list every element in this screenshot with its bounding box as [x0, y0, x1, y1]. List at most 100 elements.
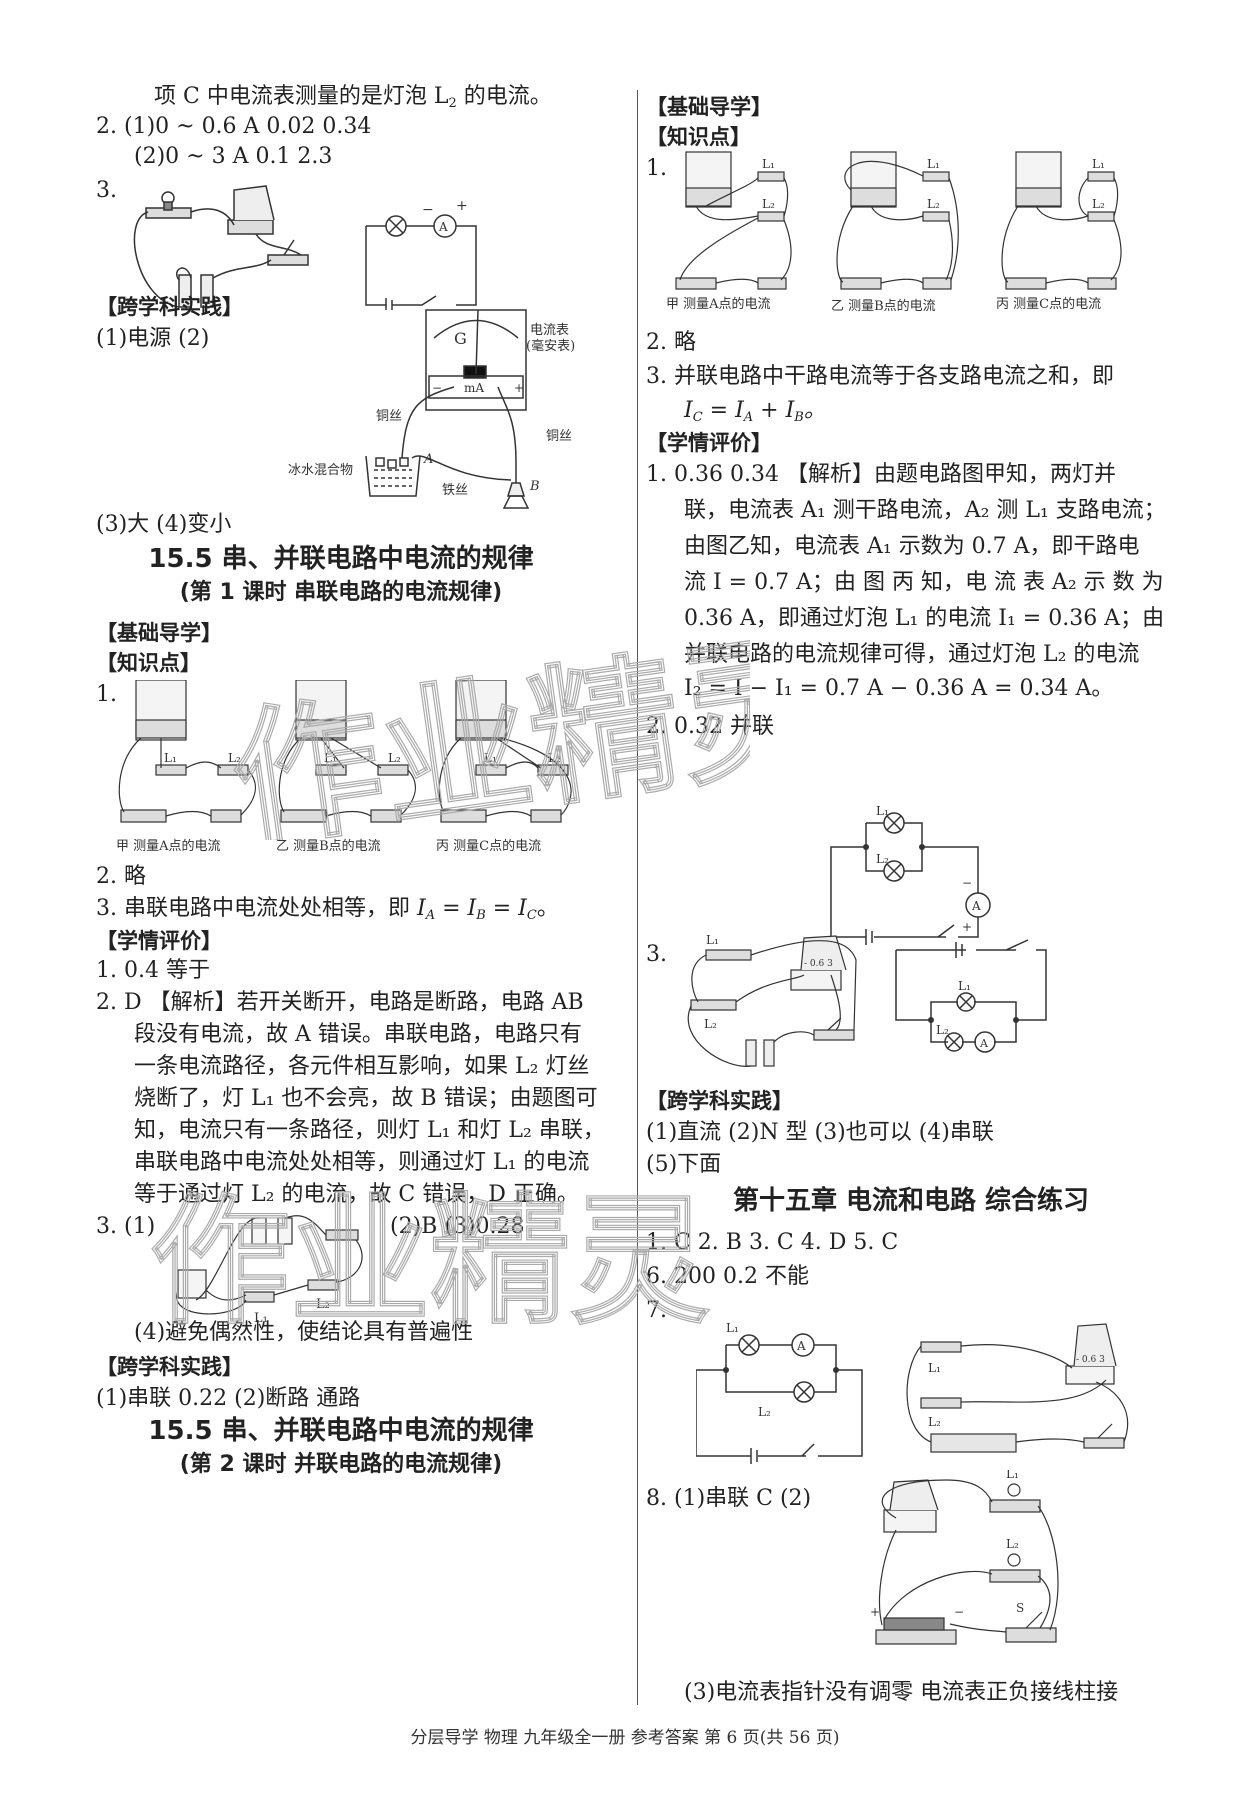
cross-answer-1-2: (1)电源 (2)	[96, 326, 210, 351]
review-answer-7-number: 7.	[646, 1298, 667, 1323]
knowledge-3-b: 3. 并联电路中干路电流等于各支路电流之和，即	[646, 364, 1114, 389]
parallel-wiring-figure: A L₁ L₂ L₁ L₂ - 0.6 3	[687, 933, 1047, 1067]
svg-text:L₁: L₁	[726, 1321, 739, 1335]
svg-text:L₁: L₁	[164, 751, 177, 765]
cross-discipline-header-2: 【跨学科实践】	[96, 1355, 243, 1379]
knowledge-header-2: 【知识点】	[646, 125, 751, 149]
parallel-schematic-1: A L₁ L₂ − +	[830, 805, 991, 945]
svg-text:L₁: L₁	[876, 805, 889, 818]
svg-text:A: A	[796, 1339, 806, 1353]
answer-2-2: (2)0 ~ 3 A 0.1 2.3	[134, 144, 333, 169]
section-title-2: 15.5 串、并联电路中电流的规律	[148, 1416, 534, 1446]
page-footer: 分层导学 物理 九年级全一册 参考答案 第 6 页(共 56 页)	[410, 1728, 840, 1748]
evaluation-header: 【学情评价】	[96, 929, 222, 953]
eval-b-1-line-2: 联，电流表 A₁ 测干路电流，A₂ 测 L₁ 支路电流；	[684, 498, 1166, 523]
svg-text:L₁: L₁	[928, 1361, 941, 1375]
eval-b-1-line-4: 流 I = 0.7 A；由 图 丙 知，电 流 表 A₂ 示 数 为	[684, 570, 1164, 595]
eval-b-1-line-5: 0.36 A，即通过灯泡 L₁ 的电流 I₁ = 0.36 A；由	[684, 606, 1165, 631]
eval-answer-2-line-1: 2. D 【解析】若开关断开，电路是断路，电路 AB	[96, 990, 584, 1015]
svg-text:L₂: L₂	[388, 751, 401, 765]
svg-text:L₂: L₂	[1092, 197, 1105, 211]
eval-b-1-line-1: 1. 0.36 0.34 【解析】由题电路图甲知，两灯并	[646, 462, 1116, 487]
caption-bing: 丙 测量C点的电流	[436, 838, 541, 854]
svg-text:L₁: L₁	[1006, 1470, 1019, 1481]
caption-yi-2: 乙 测量B点的电流	[831, 298, 936, 314]
caption-jia: 甲 测量A点的电流	[116, 838, 221, 854]
eval-answer-1: 1. 0.4 等于	[96, 958, 210, 983]
series-measurement-figures: L₁ L₂ L₁ L₂ L₁ L₂ 甲 测量A点的电流 乙 测量B点的电流 丙 …	[116, 680, 572, 854]
svg-text:L₂: L₂	[228, 751, 241, 765]
svg-text:L₁: L₁	[958, 979, 971, 993]
cross-answer-b-1: (1)直流 (2)N 型 (3)也可以 (4)串联	[646, 1120, 994, 1145]
svg-text:A: A	[438, 220, 448, 234]
caption-bing-2: 丙 测量C点的电流	[996, 296, 1101, 312]
eval-b-1-line-3: 由图乙知，电流表 A₁ 示数为 0.7 A，即干路电	[684, 534, 1140, 559]
svg-text:+: +	[456, 198, 468, 214]
knowledge-1-number-2: 1.	[646, 156, 667, 181]
knowledge-3-formula: IC = IA + IB。	[684, 398, 826, 425]
eval-b-1-line-6: 并联电路的电流规律可得，通过灯泡 L₂ 的电流	[684, 642, 1140, 667]
svg-text:L₂: L₂	[548, 751, 561, 765]
answer-3-number: 3.	[96, 178, 117, 203]
copper-wire-label-2: 铜丝	[546, 429, 572, 444]
svg-text:L₂: L₂	[316, 1297, 330, 1312]
cross-discipline-header: 【跨学科实践】	[96, 295, 243, 319]
svg-text:L₂: L₂	[1006, 1537, 1019, 1551]
svg-text:−: −	[954, 1605, 964, 1619]
eval-answer-2-line-7: 等于通过灯 L₂ 的电流，故 C 错误，D 正确。	[134, 1182, 579, 1207]
svg-text:S: S	[1016, 1601, 1024, 1615]
svg-text:L₂: L₂	[704, 1017, 717, 1031]
eval-b-3-number: 3.	[646, 942, 667, 967]
column-divider	[637, 90, 638, 1705]
point-b-label: B	[529, 479, 540, 494]
svg-text:L₁: L₁	[762, 157, 775, 171]
answer-2-1: 2. (1)0 ~ 0.6 A 0.02 0.34	[96, 114, 372, 139]
series-circuit-figure: A − +	[133, 185, 477, 310]
eval-answer-3-4: (4)避免偶然性，使结论具有普遍性	[134, 1320, 474, 1345]
svg-text:+: +	[870, 1605, 880, 1619]
review-8-figure: L₁ L₂ S + −	[870, 1470, 1059, 1645]
section-subtitle-2: (第 2 课时 并联电路的电流规律)	[179, 1452, 503, 1477]
eval-answer-3-2-3: (2)B (3)0.28	[390, 1214, 525, 1239]
iron-wire-label: 铁丝	[442, 483, 468, 498]
review-answers-1-5: 1. C 2. B 3. C 4. D 5. C	[646, 1230, 899, 1255]
point-a-label: A	[423, 452, 433, 467]
section-subtitle-1: (第 1 课时 串联电路的电流规律)	[179, 580, 503, 605]
caption-yi: 乙 测量B点的电流	[276, 838, 381, 854]
svg-text:L₁: L₁	[927, 157, 940, 171]
cross-answer-b-2: (5)下面	[646, 1152, 722, 1177]
svg-text:−: −	[432, 381, 442, 395]
basic-guide-header: 【基础导学】	[96, 621, 222, 645]
knowledge-2: 2. 略	[96, 864, 146, 889]
svg-text:L₁: L₁	[254, 1311, 268, 1326]
continuation-line: 项 C 中电流表测量的是灯泡 L2 的电流。	[154, 84, 552, 111]
thermocouple-figure: G mA − + 电流表 (毫安表) 铜丝 铜丝 冰水混合物 铁丝 A B	[288, 309, 575, 509]
eval-answer-2-line-5: 知，电流只有一条路径，则灯 L₁ 和灯 L₂ 串联，	[134, 1118, 605, 1143]
review-7-figures: A L₁ L₂ L₁ L₂ - 0.6 3	[696, 1321, 1129, 1464]
svg-text:L₂: L₂	[758, 1405, 771, 1419]
svg-text:L₂: L₂	[927, 197, 940, 211]
evaluation-header-2: 【学情评价】	[646, 431, 772, 455]
knowledge-header: 【知识点】	[96, 651, 201, 675]
eval-b-1-line-7: I₂ = I − I₁ = 0.7 A − 0.36 A = 0.34 A。	[684, 676, 1114, 701]
svg-text:L₂: L₂	[762, 197, 775, 211]
svg-text:- 0.6 3: - 0.6 3	[804, 959, 833, 969]
meter-label: 电流表	[530, 323, 569, 338]
eval-answer-2-line-3: 一条电流路径，各元件相互影响，如果 L₂ 灯丝	[134, 1054, 590, 1079]
review-answer-6: 6. 200 0.2 不能	[646, 1264, 809, 1289]
svg-text:L₁: L₁	[1092, 157, 1105, 171]
ice-water-label: 冰水混合物	[288, 463, 353, 478]
meter-label-2: (毫安表)	[526, 338, 575, 354]
svg-text:A: A	[971, 899, 981, 913]
eval-answer-2-line-6: 串联电路中电流处处相等，则通过灯 L₁ 的电流	[134, 1150, 590, 1175]
svg-text:A: A	[979, 1037, 989, 1050]
svg-text:- 0.6 3: - 0.6 3	[1076, 1355, 1105, 1365]
cross-answer-3-4: (3)大 (4)变小	[96, 512, 232, 537]
knowledge-3: 3. 串联电路中电流处处相等，即 IA = IB = IC。	[96, 896, 559, 923]
review-answer-8: 8. (1)串联 C (2)	[646, 1486, 812, 1511]
svg-text:−: −	[422, 202, 434, 218]
eval-answer-3-1: 3. (1)	[96, 1214, 156, 1239]
basic-guide-header-2: 【基础导学】	[646, 95, 772, 119]
svg-text:L₂: L₂	[876, 852, 889, 866]
